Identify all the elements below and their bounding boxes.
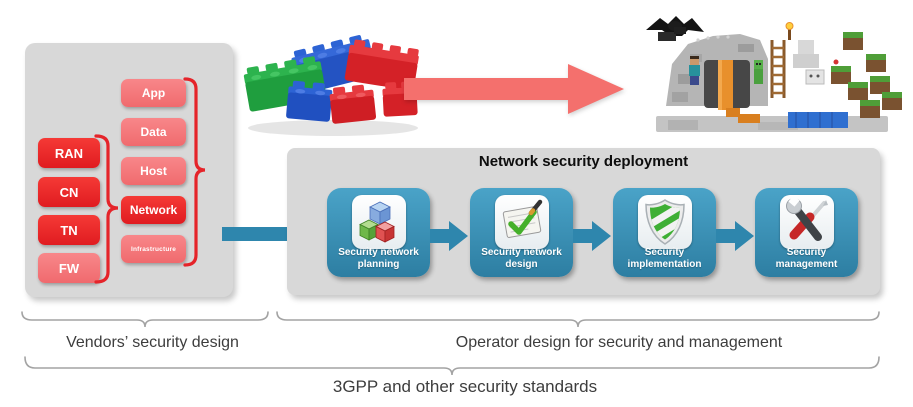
flow-arrow-icon — [430, 221, 468, 251]
vendor-brace-icon — [21, 311, 269, 328]
tools-icon — [785, 195, 828, 241]
icon-box — [494, 195, 549, 249]
box-ran: RAN — [38, 138, 100, 168]
step-label: Security network planning — [338, 247, 419, 270]
deployment-panel: Network security deployment — [287, 148, 880, 295]
vendor-panel: RAN CN TN FW App Data Host Network Infra… — [25, 43, 233, 297]
box-fw: FW — [38, 253, 100, 283]
lego-bricks-image — [243, 35, 419, 136]
operator-brace-icon — [276, 311, 880, 328]
step-card-design: Security network design — [470, 188, 573, 277]
step-label: Security management — [775, 247, 838, 270]
lego-minecraft-cave-image — [646, 16, 902, 132]
shield-icon — [644, 199, 685, 245]
box-app: App — [121, 79, 186, 107]
operator-scope-caption: Operator design for security and managem… — [455, 334, 783, 351]
step-label: Security network design — [481, 247, 562, 270]
cubes-icon — [358, 201, 395, 243]
icon-box — [637, 195, 692, 249]
flow-arrow-icon — [573, 221, 611, 251]
standards-scope-caption: 3GPP and other security standards — [332, 377, 598, 396]
box-data: Data — [121, 118, 186, 146]
deployment-panel-title: Network security deployment — [478, 153, 689, 170]
box-host: Host — [121, 157, 186, 185]
box-infrastructure: Infrastructure — [121, 235, 186, 263]
box-tn: TN — [38, 215, 100, 245]
transform-arrow-icon — [404, 64, 624, 114]
step-card-planning: Security network planning — [327, 188, 430, 277]
scope-braces — [21, 311, 880, 376]
icon-box — [779, 195, 834, 249]
box-cn: CN — [38, 177, 100, 207]
red-brace-left-icon — [94, 134, 119, 284]
step-card-implementation: Security implementation — [613, 188, 716, 277]
red-brace-right-icon — [183, 77, 206, 267]
step-label: Security implementation — [627, 247, 702, 270]
box-network: Network — [121, 196, 186, 224]
flow-arrow-icon — [716, 221, 754, 251]
standards-brace-icon — [24, 356, 880, 376]
vendor-scope-caption: Vendors’ security design — [66, 334, 239, 351]
checklist-icon — [502, 199, 542, 238]
step-card-management: Security management — [755, 188, 858, 277]
icon-box — [351, 195, 406, 249]
